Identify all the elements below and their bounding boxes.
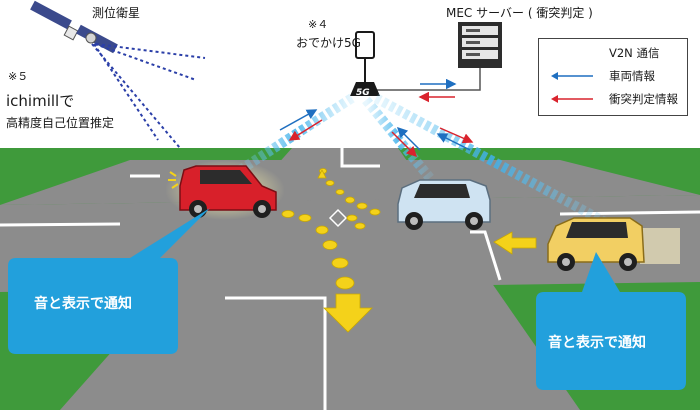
arrow-left-marker (493, 231, 537, 255)
road-markings (0, 148, 700, 410)
base-station-label: 5G (356, 88, 370, 98)
legend: V2N 通信 車両情報 衝突判定情報 (538, 38, 688, 116)
beam-arrows (279, 109, 474, 158)
legend-label-vehicle: 車両情報 (609, 69, 655, 83)
legend-item-vehicle: 車両情報 (547, 66, 681, 86)
legend-item-collision: 衝突判定情報 (547, 89, 681, 109)
callout-right-text: 音と表示で通知 (548, 335, 646, 351)
callout-left-text: 音と表示で通知 (34, 296, 132, 312)
guide-markers (281, 168, 537, 333)
legend-label-collision: 衝突判定情報 (609, 92, 678, 106)
blue-car (397, 179, 491, 230)
odekake-5g-label: おでかけ5G (296, 36, 361, 50)
mec-server-label: MEC サーバー ( 衝突判定 ) (446, 6, 593, 20)
arrow-red-icon (551, 95, 593, 103)
arrow-blue-icon (551, 72, 593, 80)
ichimill-title: ichimillで (6, 92, 75, 110)
satellite-label: 測位衛星 (92, 6, 141, 20)
note4-mark: ※４ (308, 18, 329, 31)
v2n-signal-icon (549, 49, 595, 57)
server-icon (458, 22, 502, 68)
note5-mark: ※５ (8, 70, 29, 83)
arrow-down-marker (323, 293, 373, 333)
yellow-car (547, 217, 680, 271)
server-link (370, 68, 481, 91)
satellite-beams (91, 43, 206, 149)
ichimill-subtitle: 高精度自己位置推定 (6, 116, 115, 130)
satellite-icon (30, 0, 118, 54)
callout-left (8, 208, 210, 354)
legend-label-v2n: V2N 通信 (609, 46, 660, 60)
legend-item-v2n: V2N 通信 (547, 43, 681, 63)
red-car (165, 160, 285, 220)
callout-right (536, 252, 686, 390)
base-station-icon (350, 31, 380, 96)
